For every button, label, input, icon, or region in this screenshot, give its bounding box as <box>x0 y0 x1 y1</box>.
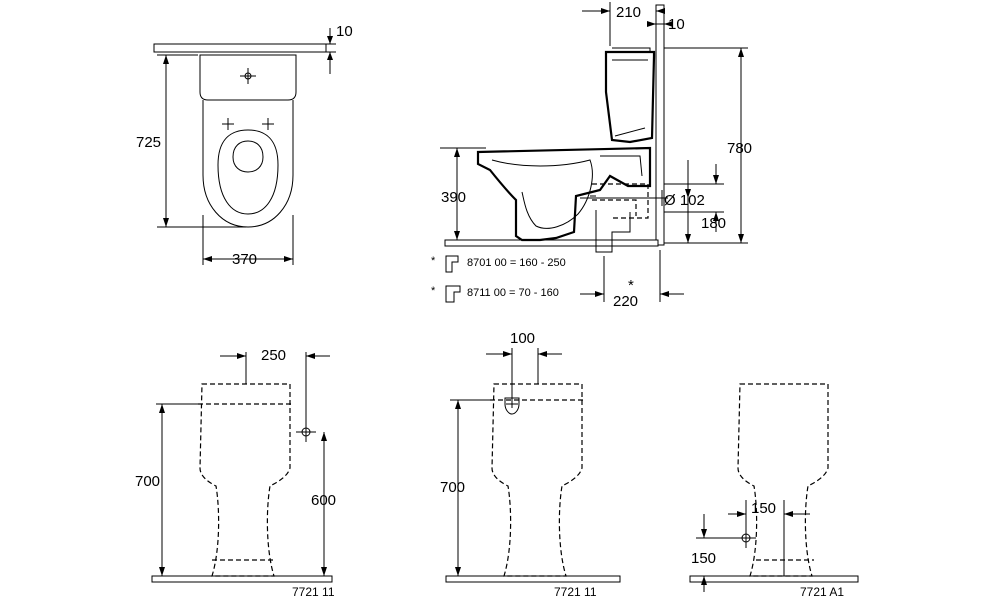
dim-width-250: 250 <box>261 347 286 364</box>
product-code: 7721 A1 <box>800 585 844 599</box>
pan-connector-icon <box>445 285 461 303</box>
front-view-3: 150 150 7721 A1 <box>689 383 859 599</box>
dim-height-780: 780 <box>727 140 752 157</box>
side-view: 210 10 780 390 Ø 102 180 <box>431 2 752 310</box>
pan-connector-icon <box>445 255 459 273</box>
side-view-bowl <box>476 146 652 242</box>
front-view-2: 100 700 7721 11 <box>440 330 621 599</box>
svg-text:8701 00 = 160 - 250: 8701 00 = 160 - 250 <box>467 257 566 269</box>
svg-text:*: * <box>431 255 436 267</box>
asterisk: * <box>628 277 634 294</box>
dim-wall-gap-10: 10 <box>668 16 685 33</box>
side-view-wall <box>655 4 665 246</box>
dim-supply-offset-150: 150 <box>751 500 776 517</box>
svg-text:*: * <box>431 285 436 297</box>
front-view-1-floor <box>151 575 333 583</box>
svg-text:8711 00 = 70 - 160: 8711 00 = 70 - 160 <box>467 287 559 299</box>
dim-height-700: 700 <box>135 473 160 490</box>
dim-height-700: 700 <box>440 479 465 496</box>
product-code: 7721 11 <box>292 585 335 599</box>
top-view-bowl <box>202 100 294 228</box>
side-view-floor <box>444 239 659 247</box>
front-view-3-outline <box>737 383 829 577</box>
dim-width-370: 370 <box>232 251 257 268</box>
inlet-valve-symbol <box>504 396 520 415</box>
connector-option-1: * 8701 00 = 160 - 250 <box>431 255 566 273</box>
dim-tank-depth-210: 210 <box>616 4 641 21</box>
top-view-tank <box>199 54 297 101</box>
fixing-point-symbol <box>222 118 274 130</box>
side-view-tank <box>604 50 656 144</box>
dim-outlet-offset-220: 220 <box>613 293 638 310</box>
top-view: 725 10 370 <box>136 23 353 268</box>
front-view-3-floor <box>689 575 859 583</box>
dim-depth-725: 725 <box>136 134 161 151</box>
dim-outlet-height-180: 180 <box>701 215 726 232</box>
dim-rim-height-390: 390 <box>441 189 466 206</box>
top-view-wall <box>153 43 327 53</box>
water-supply-symbol <box>296 422 316 442</box>
product-code: 7721 11 <box>554 585 597 599</box>
dim-offset-100: 100 <box>510 330 535 347</box>
front-view-1-outline <box>199 383 291 577</box>
dim-supply-height-600: 600 <box>311 492 336 509</box>
dim-outlet-diameter: Ø 102 <box>664 192 705 209</box>
dim-wall-offset-10: 10 <box>336 23 353 40</box>
front-view-2-floor <box>445 575 621 583</box>
connector-option-2: * 8711 00 = 70 - 160 <box>431 285 559 303</box>
front-view-2-outline <box>491 383 583 577</box>
outlet-pipe <box>592 183 649 219</box>
front-view-1: 250 700 600 7721 11 <box>135 347 336 599</box>
top-view-seat <box>217 129 279 215</box>
dim-supply-height-150: 150 <box>691 550 716 567</box>
